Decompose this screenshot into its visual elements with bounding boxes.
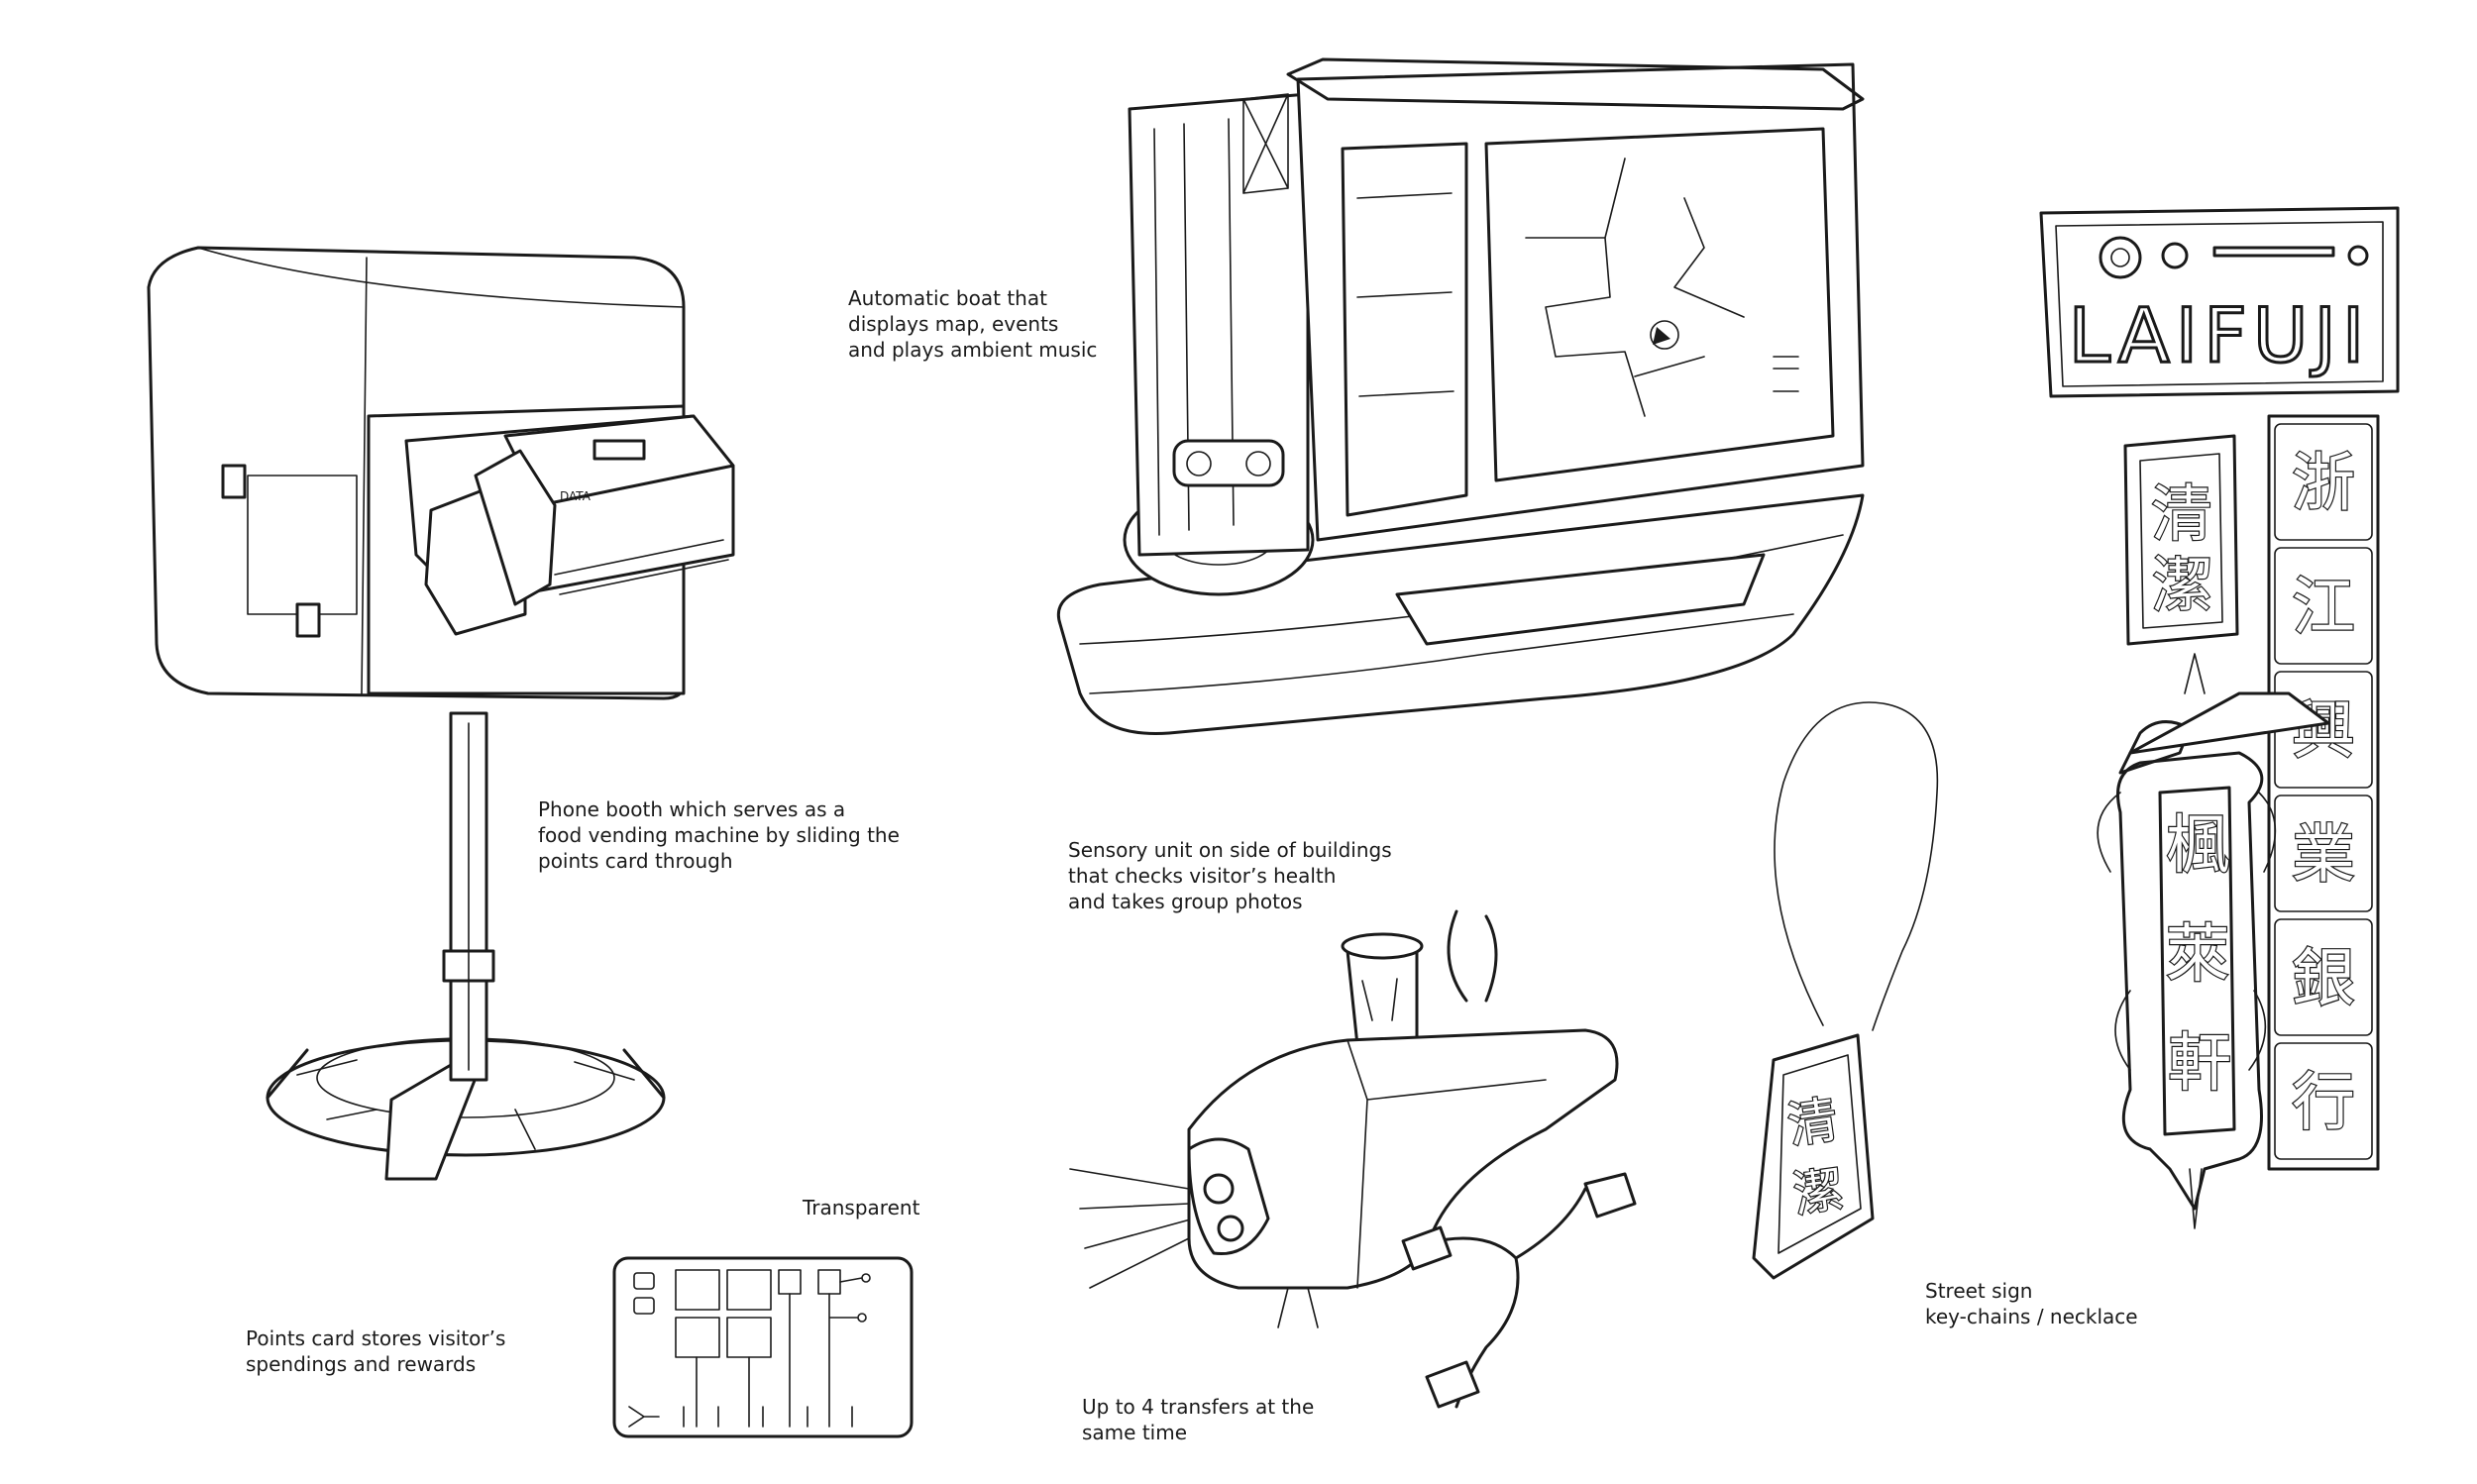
bank-sign-box bbox=[2274, 918, 2373, 1036]
booth-annotation-line-3: points card through bbox=[538, 849, 733, 873]
card-annotation-line-1: Points card stores visitor’s bbox=[246, 1326, 506, 1350]
ornate-sign-char-3: 軒 bbox=[2168, 1027, 2231, 1101]
sensor-annotation: Sensory unit on side of buildings that c… bbox=[1068, 837, 1392, 914]
small-sign-char-1: 清 bbox=[2151, 477, 2212, 550]
booth-annotation-line-1: Phone booth which serves as a bbox=[538, 797, 846, 821]
booth-annotation-line-2: food vending machine by sliding the bbox=[538, 823, 900, 847]
bank-sign-char: 江 bbox=[2292, 572, 2355, 645]
boat-annotation-line-3: and plays ambient music bbox=[848, 338, 1098, 362]
transfers-annotation: Up to 4 transfers at the same time bbox=[1082, 1394, 1314, 1445]
bank-sign-box bbox=[2274, 795, 2373, 912]
bank-sign-box bbox=[2274, 547, 2373, 665]
boat-annotation-line-1: Automatic boat that bbox=[848, 286, 1047, 310]
bank-sign-char: 銀 bbox=[2292, 943, 2355, 1016]
small-vertical-sign-drawing: 清 潔 bbox=[2123, 434, 2239, 646]
automatic-boat-drawing bbox=[1057, 57, 1865, 735]
keychain-char-1: 清 bbox=[1784, 1091, 1842, 1154]
card-annotation: Points card stores visitor’s spendings a… bbox=[246, 1325, 505, 1377]
card-annotation-line-2: spendings and rewards bbox=[246, 1352, 477, 1376]
small-sign-char-2: 潔 bbox=[2152, 549, 2213, 621]
bank-sign-char: 業 bbox=[2292, 819, 2355, 893]
boat-annotation: Automatic boat that displays map, events… bbox=[848, 285, 1097, 363]
booth-slot-label: DATA bbox=[560, 489, 592, 503]
sensor-annotation-line-1: Sensory unit on side of buildings bbox=[1068, 838, 1392, 862]
booth-annotation: Phone booth which serves as a food vendi… bbox=[538, 796, 900, 874]
transfers-annotation-line-2: same time bbox=[1082, 1421, 1188, 1444]
keychain-annotation-line-2: key-chains / necklace bbox=[1925, 1305, 2138, 1328]
ornate-sign-drawing: 楓 萊 軒 bbox=[2097, 653, 2330, 1229]
keychain-annotation: Street sign key-chains / necklace bbox=[1925, 1278, 2138, 1329]
bank-sign-char: 浙 bbox=[2292, 448, 2355, 521]
sensor-annotation-line-2: that checks visitor’s health bbox=[1068, 864, 1337, 888]
laifuji-sign-text: LAIFUJI bbox=[2069, 291, 2371, 379]
points-card-drawing bbox=[612, 1256, 914, 1438]
bank-sign-box bbox=[2274, 423, 2373, 541]
sensor-annotation-line-3: and takes group photos bbox=[1068, 890, 1303, 913]
bank-sign-char: 行 bbox=[2292, 1067, 2355, 1140]
transfers-annotation-line-1: Up to 4 transfers at the bbox=[1082, 1395, 1315, 1419]
sensory-unit-drawing bbox=[1069, 909, 1637, 1409]
card-transparent-label-text: Transparent bbox=[803, 1196, 920, 1219]
ornate-sign-char-1: 楓 bbox=[2166, 809, 2229, 883]
keychain-char-2: 潔 bbox=[1790, 1160, 1848, 1223]
keychain-drawing: 清 潔 bbox=[1752, 701, 1939, 1280]
bank-sign-box bbox=[2274, 1042, 2373, 1160]
ornate-sign-char-2: 萊 bbox=[2166, 918, 2229, 992]
card-transparent-label: Transparent bbox=[803, 1195, 919, 1220]
phone-booth-vending-drawing: DATA bbox=[147, 246, 735, 1181]
laifuji-sign-drawing: LAIFUJI bbox=[2039, 206, 2400, 398]
keychain-annotation-line-1: Street sign bbox=[1925, 1279, 2033, 1303]
boat-annotation-line-2: displays map, events bbox=[848, 312, 1059, 336]
